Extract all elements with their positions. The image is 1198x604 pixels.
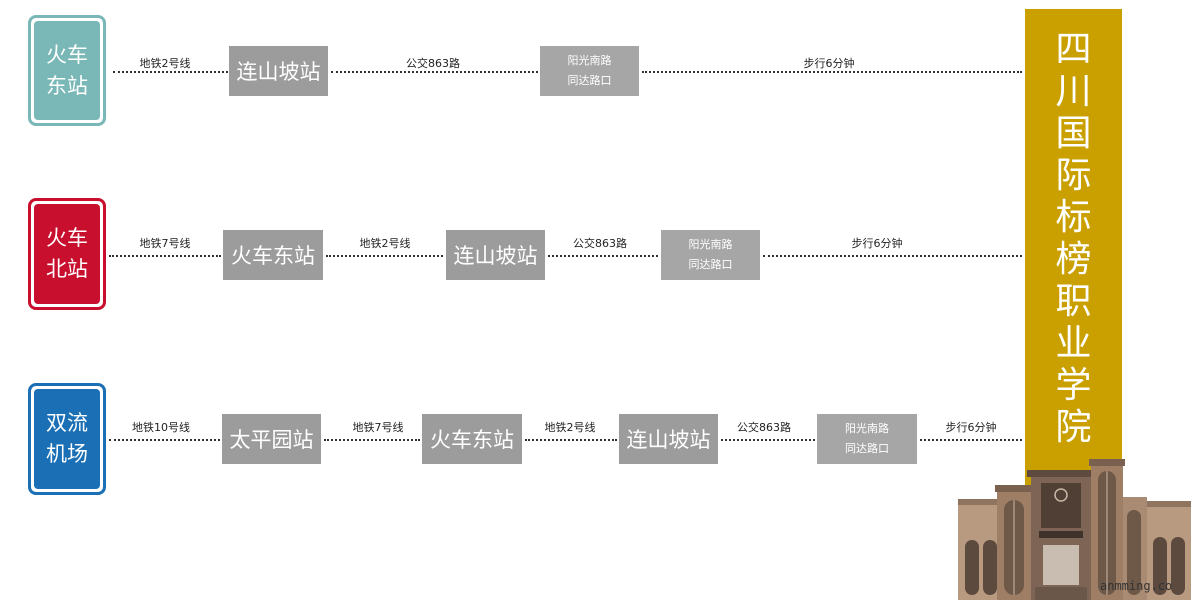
stop-box: 阳光南路 同达路口 [661,230,760,280]
destination-char: 际 [1055,155,1092,196]
destination-char: 业 [1055,323,1092,364]
route-connector [109,255,221,257]
campus-building-illustration [958,459,1191,600]
station-box: 连山坡站 [619,414,718,464]
walk-label: 步行6分钟 [945,421,997,434]
origin-label-line2: 机场 [46,442,88,466]
line-label: 公交863路 [573,237,627,250]
route-connector [113,71,228,73]
destination-char: 职 [1055,281,1092,322]
station-box: 连山坡站 [446,230,545,280]
stop-line1: 阳光南路 [845,422,889,435]
route-connector [109,439,220,441]
station-box: 火车东站 [422,414,522,464]
route-connector [920,439,1022,441]
destination-char: 国 [1055,113,1092,154]
destination-char: 标 [1055,197,1092,238]
stop-box: 阳光南路 同达路口 [817,414,917,464]
line-label: 地铁2号线 [544,421,596,434]
stop-box: 阳光南路 同达路口 [540,46,639,96]
station-box: 连山坡站 [229,46,328,96]
destination-char: 院 [1055,407,1092,448]
destination-char: 四 [1055,29,1092,70]
destination-char: 学 [1055,365,1092,406]
line-label: 地铁2号线 [359,237,411,250]
route-connector [525,439,617,441]
line-label: 公交863路 [737,421,791,434]
stop-line2: 同达路口 [567,74,612,87]
destination-char: 榜 [1055,239,1092,280]
line-label: 地铁2号线 [139,57,191,70]
route-connector [331,71,538,73]
station-box: 火车东站 [223,230,323,280]
origin-shuangliu-jichang: 双流 机场 [28,383,106,495]
stop-line1: 阳光南路 [688,238,733,251]
route-connector [324,439,420,441]
line-label: 地铁7号线 [139,237,191,250]
line-label: 公交863路 [406,57,460,70]
origin-label-line1: 火车 [46,42,88,67]
line-label: 地铁10号线 [132,421,190,434]
origin-huoche-beizhan: 火车 北站 [28,198,106,310]
route-connector [326,255,443,257]
stop-line2: 同达路口 [688,258,733,271]
destination-banner: 四 川 国 际 标 榜 职 业 学 院 [1025,9,1122,499]
walk-label: 步行6分钟 [851,237,903,250]
origin-label-line2: 东站 [46,73,88,98]
origin-label-line1: 火车 [46,226,88,250]
line-label: 地铁7号线 [352,421,404,434]
origin-huoche-dongzhan: 火车 东站 [28,15,106,126]
watermark: anmming.co [1100,579,1173,593]
origin-label-line2: 北站 [46,257,88,281]
route-connector [548,255,658,257]
walk-label: 步行6分钟 [803,57,855,70]
route-connector [721,439,815,441]
stop-line2: 同达路口 [845,442,889,455]
route-connector [642,71,1022,73]
origin-label-line1: 双流 [46,411,88,435]
destination-char: 川 [1055,71,1092,112]
route-connector [763,255,1022,257]
stop-line1: 阳光南路 [567,54,612,67]
station-box: 太平园站 [222,414,321,464]
